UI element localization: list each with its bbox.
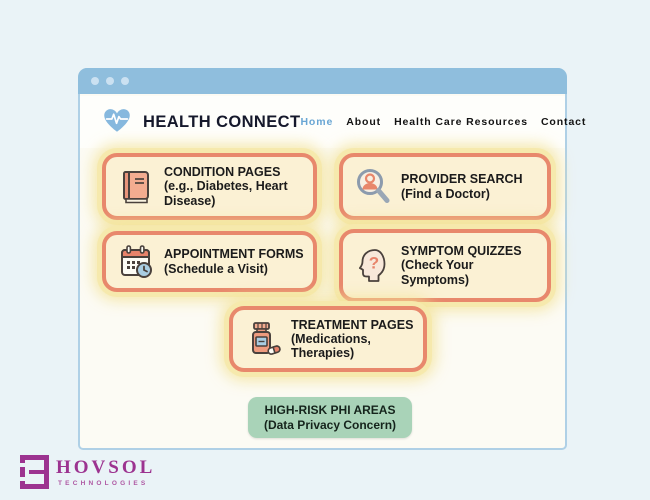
high-risk-phi-badge: HIGH-RISK PHI AREAS (Data Privacy Concer… [248, 397, 412, 439]
card-title: CONDITION PAGES [164, 165, 281, 180]
site-header: HEALTH CONNECT Home About Health Care Re… [80, 96, 585, 148]
card-provider-search[interactable]: PROVIDER SEARCH (Find a Doctor) [339, 153, 551, 220]
card-title: TREATMENT PAGES [291, 317, 414, 332]
card-label: SYMPTOM QUIZZES (Check Your Symptoms) [401, 244, 541, 287]
card-subtitle: (Medications, Therapies) [291, 331, 371, 361]
main-nav: Home About Health Care Resources Contact [300, 116, 586, 128]
nav-resources[interactable]: Health Care Resources [394, 116, 528, 128]
nav-about[interactable]: About [346, 116, 382, 128]
badge-subtitle: (Data Privacy Concern) [263, 417, 397, 432]
head-question-icon: ? [354, 246, 394, 286]
heart-pulse-icon [100, 104, 134, 140]
card-condition-pages[interactable]: CONDITION PAGES (e.g., Diabetes, Heart D… [102, 153, 317, 220]
browser-window: HEALTH CONNECT Home About Health Care Re… [78, 68, 585, 450]
hovsol-logo-icon [20, 455, 49, 494]
hovsol-tagline: TECHNOLOGIES [58, 480, 149, 487]
card-title: PROVIDER SEARCH [401, 172, 523, 187]
pill-bottle-icon [244, 319, 284, 359]
card-appointment-forms[interactable]: APPOINTMENT FORMS (Schedule a Visit) [102, 231, 317, 292]
card-label: CONDITION PAGES (e.g., Diabetes, Heart D… [164, 165, 307, 208]
card-title: SYMPTOM QUIZZES [401, 244, 522, 259]
calendar-clock-icon [117, 242, 157, 282]
card-subtitle: (e.g., Diabetes, Heart Disease) [164, 179, 288, 208]
card-subtitle: (Find a Doctor) [401, 186, 490, 201]
hovsol-logo-text: HOVSOL TECHNOLOGIES [56, 455, 155, 487]
site-title: HEALTH CONNECT [143, 112, 301, 131]
card-title: APPOINTMENT FORMS [164, 247, 304, 262]
nav-contact[interactable]: Contact [540, 116, 587, 128]
browser-titlebar [78, 68, 567, 94]
nav-home[interactable]: Home [300, 116, 334, 128]
book-icon [117, 167, 157, 207]
svg-text:?: ? [369, 253, 379, 272]
card-treatment-pages[interactable]: TREATMENT PAGES (Medications, Therapies) [229, 306, 427, 372]
card-label: PROVIDER SEARCH (Find a Doctor) [401, 172, 523, 201]
card-label: TREATMENT PAGES (Medications, Therapies) [291, 318, 417, 361]
card-subtitle: (Check Your Symptoms) [401, 258, 474, 287]
badge-title: HIGH-RISK PHI AREAS [264, 403, 396, 417]
card-symptom-quizzes[interactable]: ? SYMPTOM QUIZZES (Check Your Symptoms) [339, 229, 551, 302]
hovsol-logo: HOVSOL TECHNOLOGIES [20, 455, 155, 494]
card-label: APPOINTMENT FORMS (Schedule a Visit) [164, 247, 304, 276]
window-control-dot[interactable] [106, 77, 114, 85]
card-subtitle: (Schedule a Visit) [164, 261, 268, 276]
doctor-search-icon [354, 167, 394, 207]
window-control-dot[interactable] [91, 77, 99, 85]
site-brand: HEALTH CONNECT [100, 104, 300, 140]
hovsol-name: HOVSOL [56, 457, 156, 478]
window-control-dot[interactable] [121, 77, 129, 85]
